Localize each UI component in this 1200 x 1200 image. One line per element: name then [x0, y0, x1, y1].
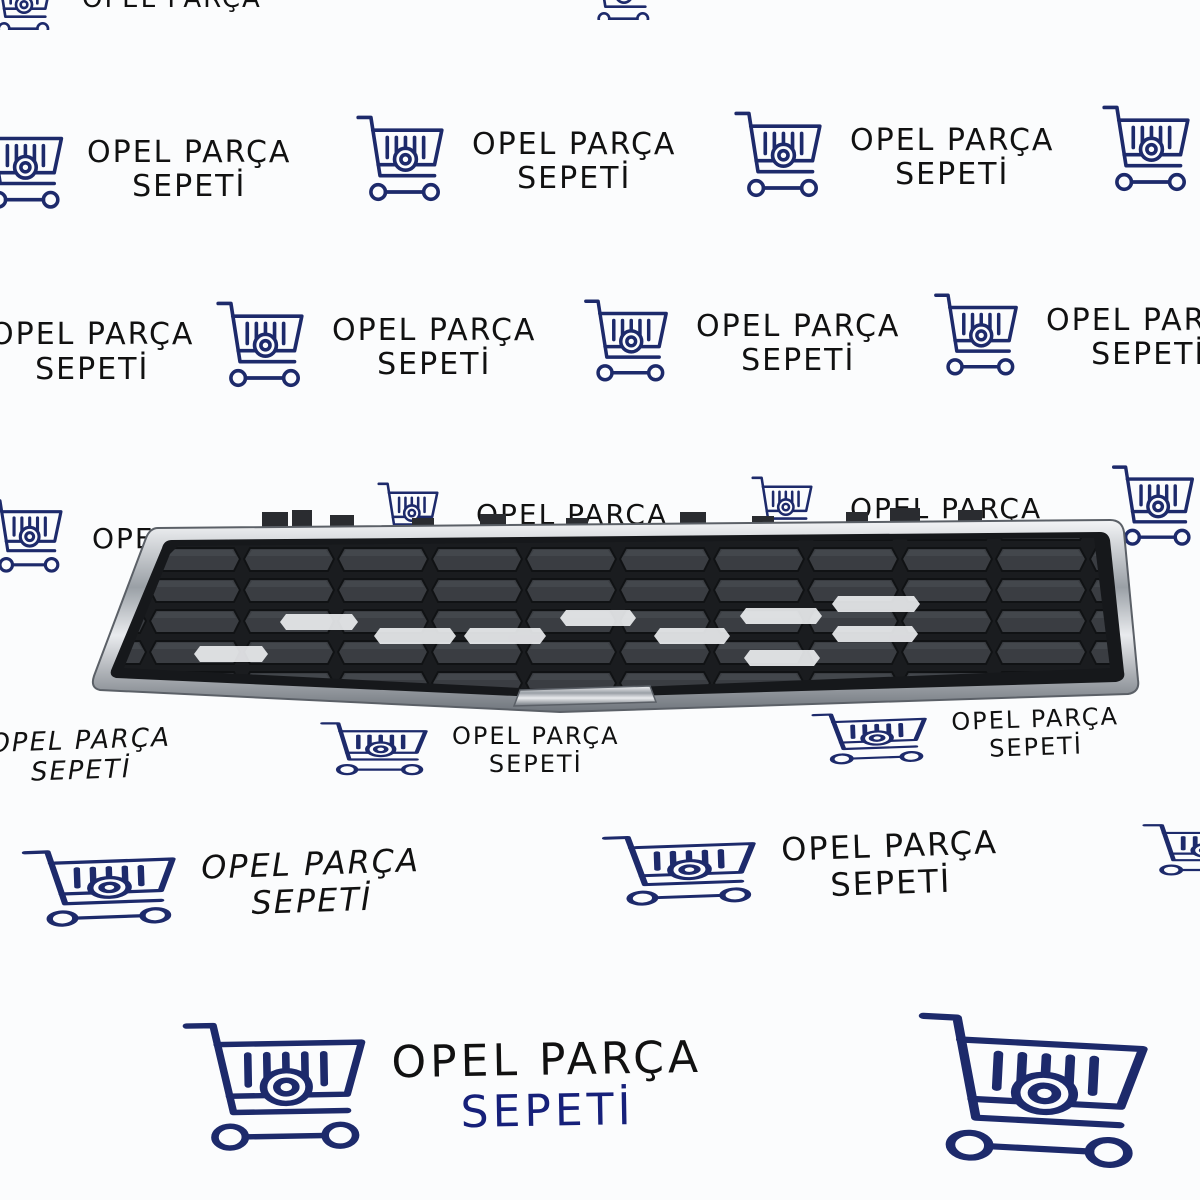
watermark-line1: OPEL PARÇA	[0, 317, 195, 352]
watermark-line1: OPEL PARÇA	[1046, 302, 1200, 338]
watermark-line1: OPEL PARÇA	[850, 122, 1055, 158]
watermark-line2: SEPETİ	[488, 750, 583, 778]
watermark-logo: OPEL PARÇA	[736, 474, 1042, 544]
watermark-line1: OPEL PARÇA	[472, 126, 677, 162]
watermark-line1: OPEL PARÇA	[332, 312, 537, 348]
watermark-line1: OPEL PARÇA	[696, 308, 901, 344]
watermark-line1: OPEL PARÇA	[452, 722, 620, 751]
watermark-line1: OPEL PARÇA	[82, 0, 262, 15]
watermark-line1: OPEL PARÇA	[87, 134, 292, 170]
watermark-line2: SEPETİ	[517, 161, 632, 196]
watermark-line2: SEPETİ	[895, 157, 1010, 192]
watermark-line1: OPEL PARÇA	[850, 491, 1043, 525]
watermark-line2: SEPETİ	[377, 347, 492, 382]
watermark-logo: OPEL PARÇA	[0, 0, 262, 30]
watermark-line2: SEPETİ	[132, 169, 247, 204]
watermark-line2: SEPETİ	[741, 343, 856, 378]
watermark-line2: SEPETİ	[35, 351, 150, 387]
watermark-line2: SEPETİ	[1091, 337, 1200, 372]
